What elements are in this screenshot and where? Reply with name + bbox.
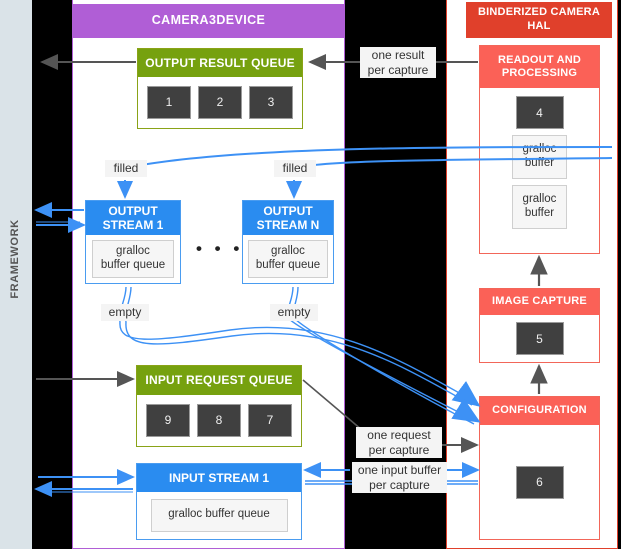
output-stream-1-title: OUTPUT STREAM 1 [86,201,180,235]
configuration-body: 6 [480,425,599,539]
gralloc-buffer[interactable]: gralloc buffer [512,185,567,229]
queue-slot[interactable]: 7 [248,403,292,437]
queue-slot[interactable]: 8 [197,403,241,437]
gralloc-buffer-queue[interactable]: gralloc buffer queue [150,498,288,532]
image-capture-body: 5 [480,315,599,362]
hal-title: BINDERIZED CAMERA HAL [466,2,612,38]
input-request-queue-title: INPUT REQUEST QUEUE [137,366,301,395]
image-capture-title: IMAGE CAPTURE [480,289,599,315]
readout-and-processing-body: 4 gralloc buffer gralloc buffer [480,88,599,229]
label-one-request-per-capture: one request per capture [356,427,442,459]
configuration-slot[interactable]: 6 [515,465,564,499]
output-stream-n-body: gralloc buffer queue [243,235,333,283]
image-capture-slot[interactable]: 5 [515,322,564,355]
queue-slot[interactable]: 2 [198,85,242,119]
output-stream-n-title: OUTPUT STREAM N [243,201,333,235]
configuration[interactable]: CONFIGURATION 6 [479,396,600,540]
label-one-result-per-capture: one result per capture [360,47,436,79]
output-stream-n[interactable]: OUTPUT STREAM N gralloc buffer queue [242,200,334,284]
label-empty-left: empty [101,304,149,321]
camera3device-title: CAMERA3DEVICE [72,4,345,38]
readout-and-processing-title: READOUT AND PROCESSING [480,46,599,88]
queue-slot[interactable]: 3 [249,85,293,119]
configuration-title: CONFIGURATION [480,397,599,425]
input-request-queue[interactable]: INPUT REQUEST QUEUE 9 8 7 [136,365,302,447]
queue-slot[interactable]: 9 [146,403,190,437]
gralloc-buffer-queue[interactable]: gralloc buffer queue [92,240,174,278]
label-one-input-buffer-per-capture: one input buffer per capture [352,462,447,494]
readout-slot[interactable]: 4 [515,96,564,129]
gralloc-buffer[interactable]: gralloc buffer [512,135,567,179]
output-result-queue-title: OUTPUT RESULT QUEUE [138,49,302,77]
output-result-queue-slots: 1 2 3 [138,77,302,127]
label-filled-left: filled [105,160,147,177]
framework-band: FRAMEWORK [0,0,32,549]
output-stream-1[interactable]: OUTPUT STREAM 1 gralloc buffer queue [85,200,181,284]
image-capture[interactable]: IMAGE CAPTURE 5 [479,288,600,363]
readout-and-processing[interactable]: READOUT AND PROCESSING 4 gralloc buffer … [479,45,600,254]
framework-label: FRAMEWORK [9,219,21,299]
output-stream-1-body: gralloc buffer queue [86,235,180,283]
gralloc-buffer-queue[interactable]: gralloc buffer queue [248,240,328,278]
input-stream-1-title: INPUT STREAM 1 [137,464,301,492]
label-filled-right: filled [274,160,316,177]
ellipsis: • • • [196,239,244,258]
output-result-queue[interactable]: OUTPUT RESULT QUEUE 1 2 3 [137,48,303,129]
input-stream-1[interactable]: INPUT STREAM 1 gralloc buffer queue [136,463,302,540]
input-stream-1-body: gralloc buffer queue [137,492,301,538]
queue-slot[interactable]: 1 [147,85,191,119]
input-request-queue-slots: 9 8 7 [137,395,301,445]
label-empty-right: empty [270,304,318,321]
